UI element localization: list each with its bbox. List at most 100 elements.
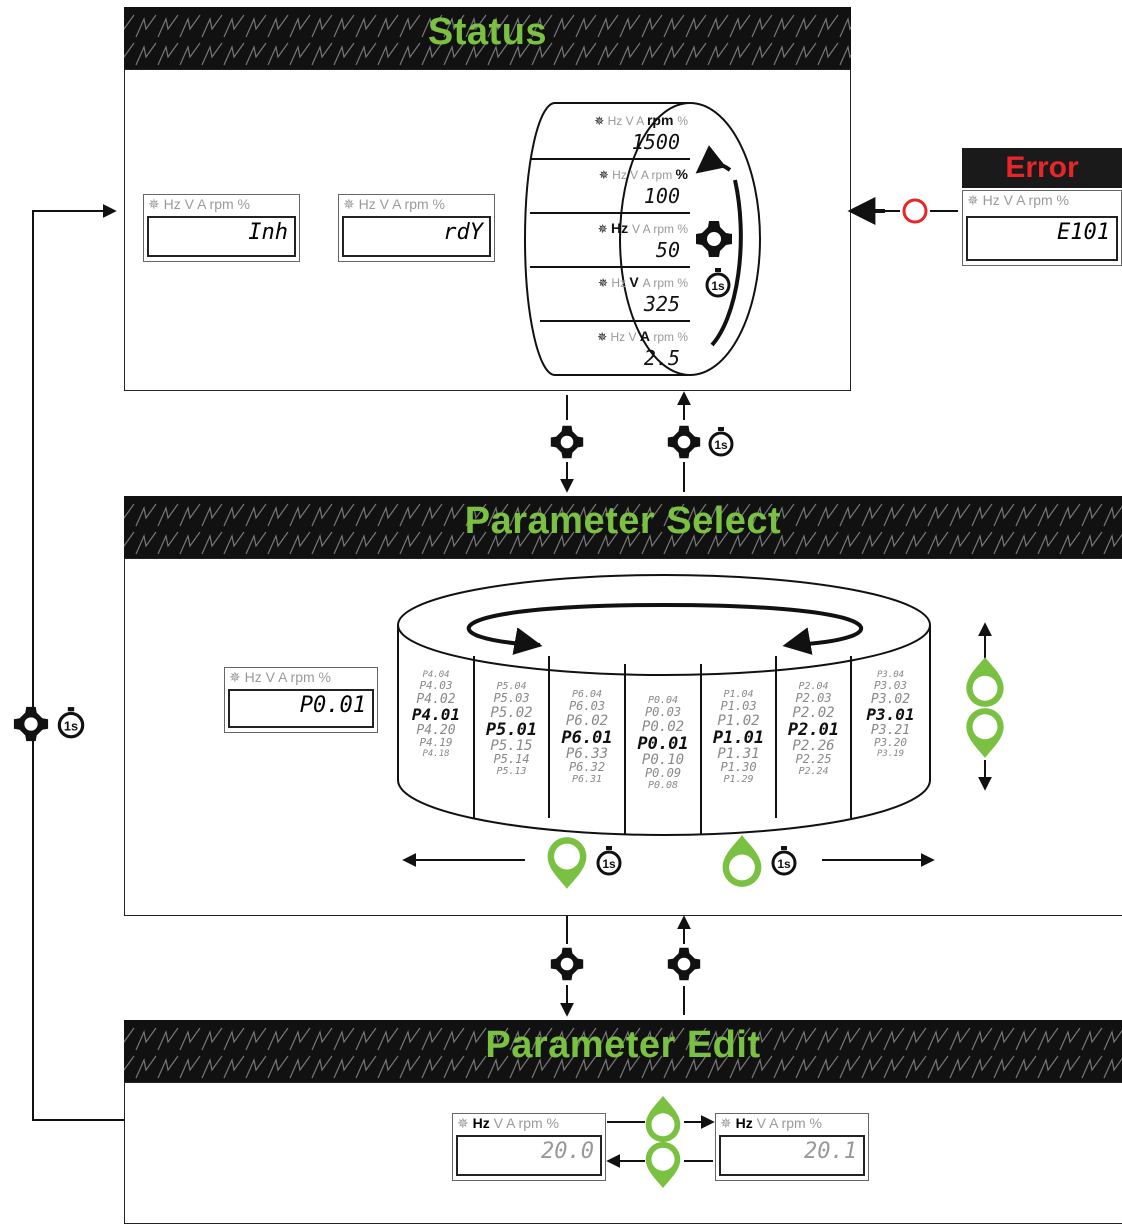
units-label: ✵ Hz V A rpm %: [457, 1115, 559, 1131]
param-drum-label: P5.14: [493, 752, 529, 766]
param-drum-label: P3.19: [877, 749, 904, 759]
param-drum-label: P3.01: [866, 705, 914, 724]
status-cycle-row: ✵ Hz V A rpm % 325: [530, 266, 690, 316]
units-label: ✵ Hz V A rpm %: [343, 196, 445, 212]
units-label: ✵ Hz V A rpm %: [598, 220, 689, 236]
units-label: ✵ Hz V A rpm %: [598, 274, 688, 290]
banner-pattern: [124, 1020, 1122, 1082]
status-cycle-value: 1500: [632, 130, 680, 154]
param-select-display: ✵ Hz V A rpm % P0.01: [224, 667, 378, 733]
status-cycle-row: ✵ Hz V A rpm % 100: [530, 158, 690, 208]
param-drum-label: P6.04: [572, 689, 602, 700]
lcd-value: rdY: [342, 216, 491, 257]
status-cycle-value: 325: [643, 292, 680, 316]
param-drum-label: P1.29: [723, 774, 753, 785]
lcd-value: E101: [966, 216, 1118, 261]
lcd-value: 20.1: [719, 1135, 865, 1176]
lcd-value: Inh: [147, 216, 296, 257]
param-drum-label: P1.03: [720, 699, 756, 713]
units-label: ✵ Hz V A rpm %: [594, 112, 688, 128]
param-drum-label: P1.31: [717, 746, 759, 762]
gear-icon: [13, 706, 49, 742]
up-key-icon: [722, 835, 762, 887]
param-drum-label: P1.30: [720, 760, 756, 774]
timer-icon: [771, 844, 797, 876]
units-label: ✵ Hz V A rpm %: [967, 192, 1069, 208]
param-drum-label: P1.01: [713, 728, 764, 748]
param-drum-label: P1.04: [723, 689, 753, 700]
lcd-value: 20.0: [456, 1135, 602, 1176]
param-drum-label: P4.01: [412, 705, 460, 724]
param-drum-label: P4.02: [416, 692, 455, 707]
param-drum-label: P0.08: [648, 780, 678, 791]
param-drum-label: P2.03: [795, 691, 831, 705]
status-cycle-row: ✵ Hz V A rpm % 50: [530, 212, 690, 262]
param-drum-label: P6.32: [569, 760, 605, 774]
param-drum-label: P6.02: [566, 713, 608, 729]
param-drum-label: P5.02: [490, 705, 532, 721]
status-cycle-row: ✵ Hz V A rpm % 2.5: [540, 320, 690, 370]
param-drum-label: P2.24: [798, 766, 828, 777]
param-drum-label: P4.03: [419, 679, 452, 692]
gear-icon: [667, 947, 701, 981]
param-drum-label: P4.04: [422, 670, 449, 680]
param-drum-label: P6.03: [569, 699, 605, 713]
status-banner: Status: [124, 7, 851, 69]
param-drum-label: P0.01: [637, 734, 688, 754]
param-drum-label: P4.20: [416, 723, 455, 738]
timer-icon: [57, 706, 85, 739]
down-key-icon: [547, 837, 587, 889]
parameter-edit-title: Parameter Edit: [485, 1024, 761, 1066]
edit-display-after: ✵ Hz V A rpm % 20.1: [715, 1113, 869, 1181]
gear-icon: [550, 947, 584, 981]
param-drum-label: P5.03: [493, 691, 529, 705]
return-loop-line: [32, 204, 124, 1121]
units-label: ✵ Hz V A rpm %: [597, 328, 688, 344]
gear-icon: [667, 425, 701, 459]
units-label: ✵ Hz V A rpm %: [720, 1115, 822, 1131]
banner-pattern: [124, 496, 1122, 558]
status-cycle-value: 50: [656, 238, 680, 262]
banner-pattern: [124, 7, 851, 69]
edit-display-before: ✵ Hz V A rpm % 20.0: [452, 1113, 606, 1181]
param-drum-label: P0.03: [645, 705, 681, 719]
units-label: ✵ Hz V A rpm %: [599, 166, 689, 182]
error-label: Error: [962, 148, 1122, 188]
status-cycle-row: ✵ Hz V A rpm % 1500: [594, 112, 688, 154]
param-drum-label: P0.02: [642, 719, 684, 735]
status-display-ready: ✵ Hz V A rpm % rdY: [338, 194, 495, 262]
status-title: Status: [427, 11, 548, 53]
up-key-icon: [645, 1095, 681, 1143]
timer-icon: [708, 425, 734, 457]
down-key-icon: [966, 708, 1004, 758]
param-drum-label: P2.26: [792, 738, 834, 754]
param-drum-label: P5.01: [486, 720, 537, 740]
param-drum-label: P0.04: [648, 695, 678, 706]
param-drum-label: P1.02: [717, 713, 759, 729]
lcd-value: P0.01: [228, 689, 374, 728]
status-cycle-drum: ✵ Hz V A rpm % 1500✵ Hz V A rpm % 100✵ H…: [524, 102, 761, 376]
gear-icon: [550, 425, 584, 459]
param-drum-label: P0.09: [645, 766, 681, 780]
parameter-select-banner: Parameter Select: [124, 496, 1122, 558]
status-cycle-value: 100: [644, 184, 680, 208]
status-cycle-value: 2.5: [644, 346, 680, 370]
units-label: ✵ Hz V A rpm %: [229, 669, 331, 685]
timer-icon: [596, 844, 622, 876]
param-drum-label: P3.21: [871, 723, 910, 738]
param-drum-label: P4.18: [422, 749, 449, 759]
param-drum-label: P6.33: [566, 746, 608, 762]
up-key-icon: [966, 657, 1004, 707]
param-drum-label: P4.19: [419, 736, 452, 749]
error-indicator-icon: [902, 198, 928, 224]
status-display-inhibit: ✵ Hz V A rpm % Inh: [143, 194, 300, 262]
param-drum-label: P3.20: [874, 736, 907, 749]
param-drum-label: P2.04: [798, 681, 828, 692]
parameter-edit-banner: Parameter Edit: [124, 1020, 1122, 1082]
parameter-select-title: Parameter Select: [464, 500, 782, 542]
param-drum-label: P0.10: [642, 752, 684, 768]
units-label: ✵ Hz V A rpm %: [148, 196, 250, 212]
param-drum-label: P5.04: [496, 681, 526, 692]
param-drum-label: P6.31: [572, 774, 602, 785]
